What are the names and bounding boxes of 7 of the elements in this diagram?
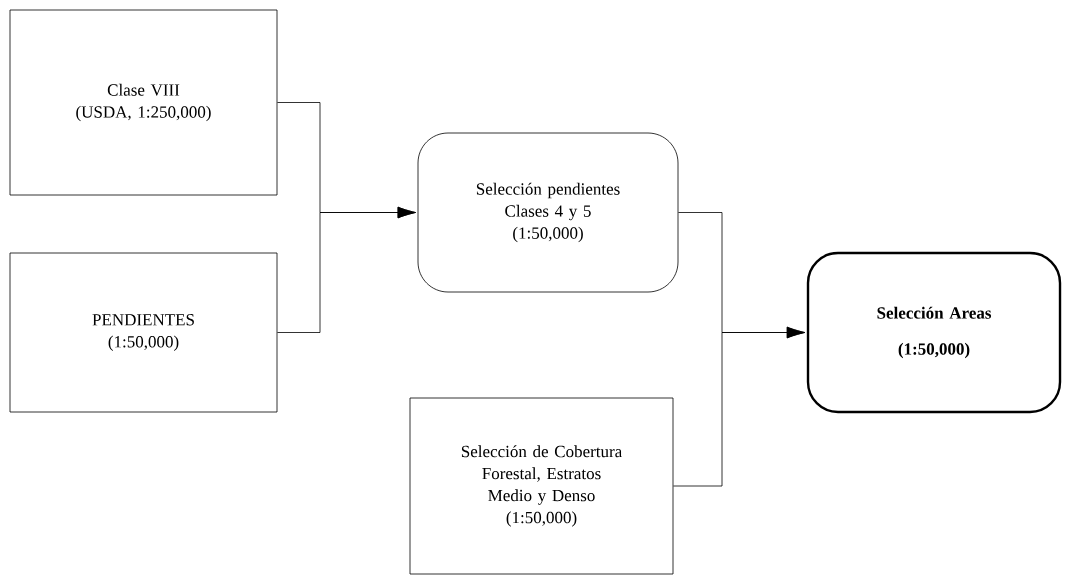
arrow <box>277 206 416 333</box>
arrow <box>673 326 806 487</box>
process-box: Clase VIII (USDA, 1:250,000) <box>9 9 278 196</box>
process-box: Selección de Cobertura Forestal, Estratos Medio y Denso (1:50,000) <box>409 397 674 575</box>
rounded-box: Selección pendientes Clases 4 y 5 (1:50,000) <box>417 132 679 293</box>
process-box: PENDIENTES (1:50,000) <box>9 252 278 413</box>
result-box: Selección Areas (1:50,000) <box>806 251 1062 414</box>
